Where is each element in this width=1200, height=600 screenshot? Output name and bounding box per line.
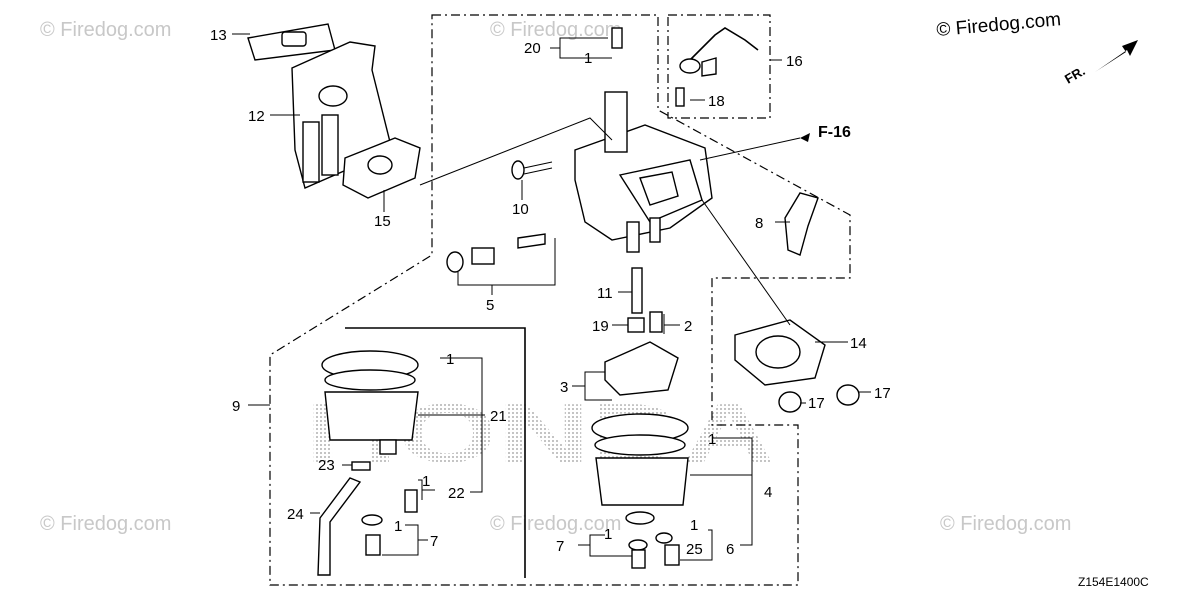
callout-15: 15 bbox=[374, 213, 391, 230]
callout-12: 12 bbox=[248, 108, 265, 125]
callout-16: 16 bbox=[786, 53, 803, 70]
part-7-bolt-left bbox=[365, 534, 381, 556]
leader-lines bbox=[232, 33, 871, 561]
choke-group-frame bbox=[667, 14, 771, 119]
part-1-washer-drain bbox=[655, 532, 673, 544]
callout-10: 10 bbox=[512, 201, 529, 218]
reference-arrow-head bbox=[800, 133, 810, 142]
callout-6: 6 bbox=[726, 541, 734, 558]
callout-1-left-mid: 1 bbox=[422, 473, 430, 490]
part-5-pilot-screw bbox=[446, 233, 546, 273]
callout-11: 11 bbox=[597, 285, 613, 302]
part-22-bolt bbox=[404, 489, 418, 513]
callout-1-top: 1 bbox=[584, 50, 592, 67]
callout-14: 14 bbox=[850, 335, 867, 352]
callout-17-b: 17 bbox=[874, 385, 891, 402]
callout-9: 9 bbox=[232, 398, 240, 415]
part-24-tube bbox=[317, 477, 362, 576]
watermark-bottom-right: © Firedog.com bbox=[940, 513, 1071, 535]
callout-2: 2 bbox=[684, 318, 692, 335]
callout-1-right-bot-b: 1 bbox=[690, 517, 698, 534]
callout-7-right: 7 bbox=[556, 538, 564, 555]
callout-19: 19 bbox=[592, 318, 609, 335]
callout-1-left-top: 1 bbox=[446, 351, 454, 368]
callout-18: 18 bbox=[708, 93, 725, 110]
callout-13: 13 bbox=[210, 27, 227, 44]
reference-f16: F-16 bbox=[818, 124, 851, 141]
part-25-drain-bolt bbox=[664, 544, 680, 566]
diagram-code: Z154E1400C bbox=[1078, 575, 1149, 589]
bowl-kit-frame bbox=[345, 327, 526, 578]
front-direction-arrow: FR. bbox=[1062, 40, 1138, 87]
part-23-clip bbox=[351, 461, 371, 471]
part-14-gasket bbox=[734, 319, 826, 386]
callout-4: 4 bbox=[764, 484, 772, 501]
callout-24: 24 bbox=[287, 506, 304, 523]
watermark-top-center: © Firedog.com bbox=[490, 19, 621, 41]
part-17-nut-b bbox=[836, 384, 860, 406]
part-21-float-bowl bbox=[321, 350, 419, 455]
part-2-spring bbox=[649, 311, 663, 333]
watermark-top-left: © Firedog.com bbox=[40, 19, 171, 41]
callout-1-right-top: 1 bbox=[708, 431, 716, 448]
part-15-gasket bbox=[342, 137, 421, 199]
part-11-jet bbox=[631, 267, 643, 314]
part-4-float-bowl bbox=[591, 413, 689, 525]
carburetor-body bbox=[574, 27, 713, 253]
watermark-bottom-center: © Firedog.com bbox=[490, 513, 621, 535]
callout-23: 23 bbox=[318, 457, 335, 474]
part-1-washer-right bbox=[628, 539, 648, 551]
callout-8: 8 bbox=[755, 215, 763, 232]
watermark-main: © Firedog.com bbox=[936, 9, 1062, 41]
part-3-float bbox=[604, 341, 679, 396]
part-19-jet bbox=[627, 317, 645, 333]
main-group-frame bbox=[269, 14, 851, 586]
front-direction-label: FR. bbox=[1062, 63, 1088, 86]
callout-7-left: 7 bbox=[430, 533, 438, 550]
part-10-screw bbox=[511, 160, 553, 180]
part-13-gasket bbox=[247, 23, 336, 61]
callout-20: 20 bbox=[524, 40, 541, 57]
part-17-nut-a bbox=[778, 391, 802, 413]
callout-5: 5 bbox=[486, 297, 494, 314]
watermark-bottom-left: © Firedog.com bbox=[40, 513, 171, 535]
callout-21: 21 bbox=[490, 408, 507, 425]
part-7-bolt-right bbox=[631, 549, 646, 569]
callout-17-a: 17 bbox=[808, 395, 825, 412]
part-1-washer-left bbox=[361, 514, 383, 526]
callout-22: 22 bbox=[448, 485, 465, 502]
callout-25: 25 bbox=[686, 541, 703, 558]
callout-3: 3 bbox=[560, 379, 568, 396]
part-8-valve bbox=[784, 192, 819, 256]
part-18-pin bbox=[675, 87, 685, 107]
callout-1-left-bot: 1 bbox=[394, 518, 402, 535]
part-16-choke-lever bbox=[679, 27, 759, 77]
callout-1-right-bot-a: 1 bbox=[604, 526, 612, 543]
